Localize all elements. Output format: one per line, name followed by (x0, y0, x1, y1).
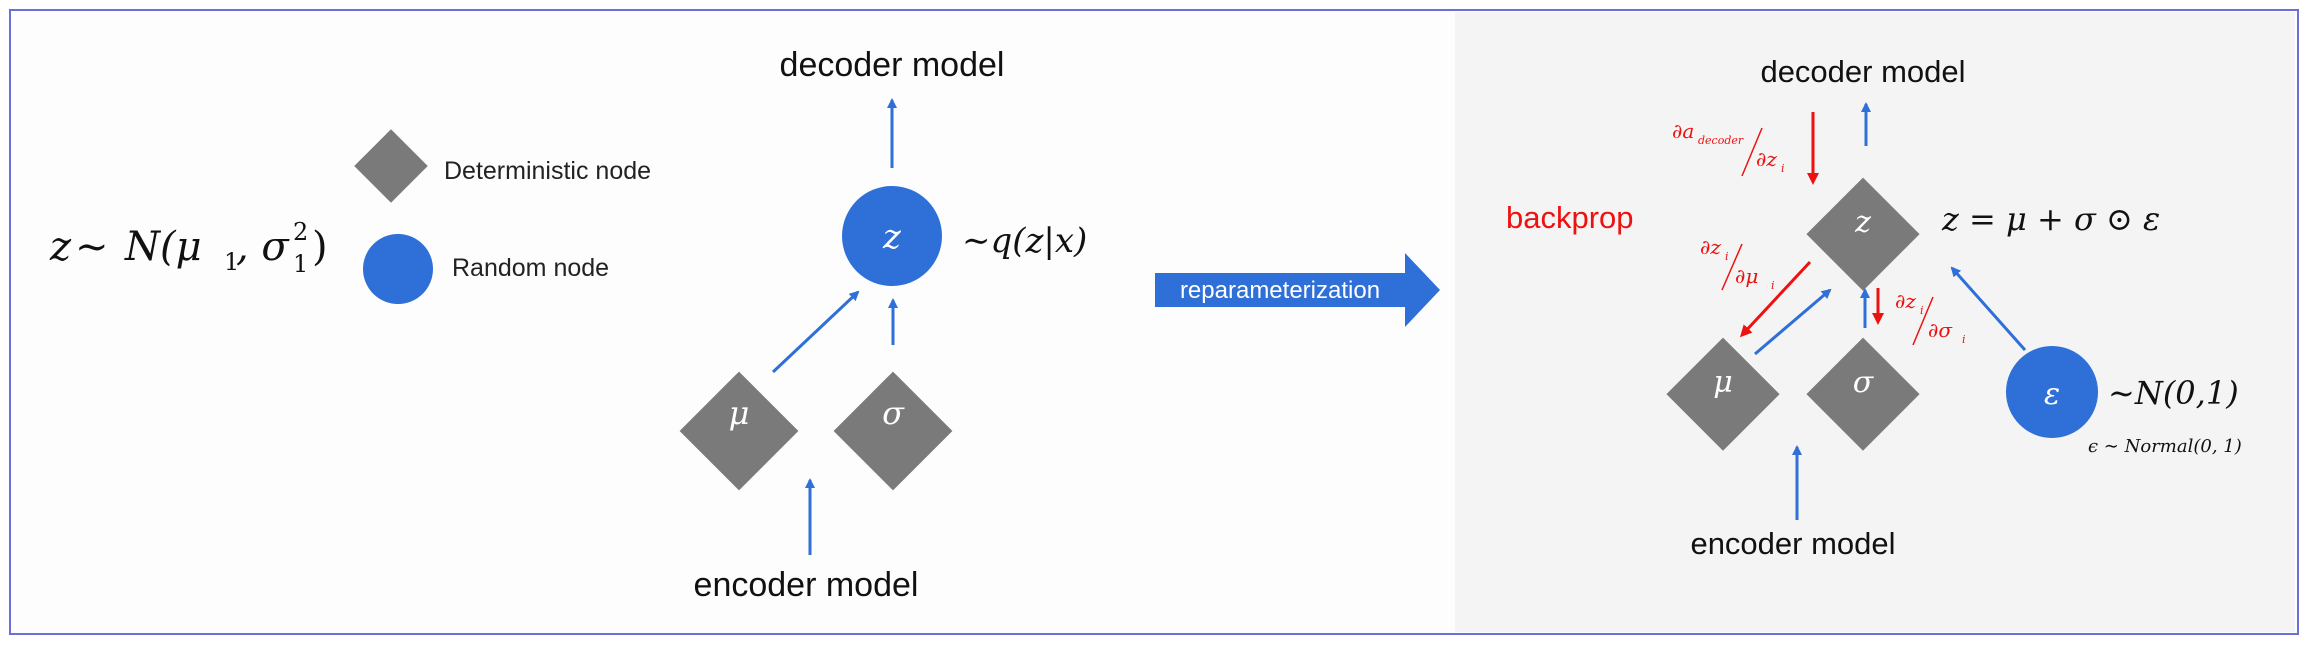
left-graph: decoder model z ∼q(z|x) μ σ encoder mode… (679, 46, 1087, 604)
right-eps-label: ε (2044, 377, 2060, 412)
grad-sigma-den: ∂σ (1928, 318, 1953, 342)
grad-sigma-label: ∂z i ∂σ i (1895, 289, 1966, 346)
grad-decoder-den: ∂z (1756, 147, 1777, 171)
reparameterization-arrow: reparameterization (1155, 253, 1440, 327)
left-mu-label: μ (729, 394, 750, 432)
right-eps-node (2006, 346, 2098, 438)
formula-N: N (124, 224, 162, 270)
formula-tilde: ∼ (75, 224, 109, 270)
backprop-label: backprop (1506, 200, 1634, 235)
formula-args: (μ (160, 224, 202, 270)
right-mu-to-z-arrow (1754, 288, 1832, 356)
left-z-annotation: ∼q(z|x) (962, 221, 1087, 261)
left-z-node-label: z (882, 217, 902, 257)
grad-mu-slash (1721, 243, 1743, 291)
right-eps-annotation: ∼N(0,1) (2108, 374, 2239, 412)
legend-deterministic-diamond-icon (354, 129, 428, 203)
right-sigma-label: σ (1853, 365, 1875, 400)
formula-sigma-sup: 2 (293, 218, 308, 246)
right-eps-note: ϵ ∼ Normal(0, 1) (2088, 436, 2242, 457)
grad-decoder-slash (1741, 127, 1763, 177)
left-encoder-label: encoder model (694, 566, 919, 604)
reparam-arrow-shape-icon (1155, 253, 1440, 327)
left-mu-to-z-arrow (771, 290, 860, 374)
grad-mu-den: ∂μ (1735, 264, 1758, 288)
right-decoder-label: decoder model (1760, 54, 1965, 89)
grad-mu-den-sub: i (1771, 279, 1775, 292)
grad-mu-label: ∂z i ∂μ i (1700, 235, 1775, 292)
formula-sigma-sub: 1 (293, 250, 308, 278)
legend: Deterministic node Random node (354, 129, 651, 304)
right-z-label: z (1854, 205, 1871, 240)
right-graph: decoder model backprop ∂a decoder ∂z i z… (1506, 54, 2242, 561)
formula-sigma: , σ (236, 224, 290, 270)
left-formula: z ∼ N (μ 1 , σ 1 2 ) (49, 218, 328, 278)
grad-mu-num: ∂z (1700, 235, 1721, 259)
grad-decoder-den-sub: i (1781, 162, 1785, 175)
grad-sigma-slash (1912, 296, 1934, 346)
grad-decoder-label: ∂a decoder ∂z i (1672, 119, 1785, 177)
grad-sigma-den-sub: i (1962, 333, 1966, 346)
grad-decoder-num-sub: decoder (1698, 134, 1744, 147)
right-z-equation: z = μ + σ ⊙ ε (1941, 200, 2160, 238)
left-sigma-node (833, 371, 953, 491)
legend-random-label: Random node (452, 254, 609, 282)
grad-sigma-num-sub: i (1920, 304, 1924, 317)
left-z-node (842, 186, 942, 286)
grad-sigma-num: ∂z (1895, 289, 1916, 313)
left-decoder-label: decoder model (780, 46, 1005, 84)
formula-z: z (49, 224, 72, 270)
legend-deterministic-label: Deterministic node (444, 157, 651, 185)
grad-decoder-num: ∂a (1672, 119, 1694, 143)
right-mu-label: μ (1713, 365, 1733, 400)
formula-close: ) (312, 224, 328, 270)
left-mu-node (679, 371, 799, 491)
right-eps-to-z-arrow (1950, 266, 2027, 351)
right-encoder-label: encoder model (1690, 526, 1895, 561)
reparam-label: reparameterization (1180, 277, 1380, 304)
grad-mu-num-sub: i (1725, 250, 1729, 263)
left-sigma-label: σ (882, 394, 905, 432)
grad-mu-arrow (1739, 260, 1812, 338)
formula-sub1: 1 (224, 248, 239, 276)
legend-random-circle-icon (363, 234, 433, 304)
